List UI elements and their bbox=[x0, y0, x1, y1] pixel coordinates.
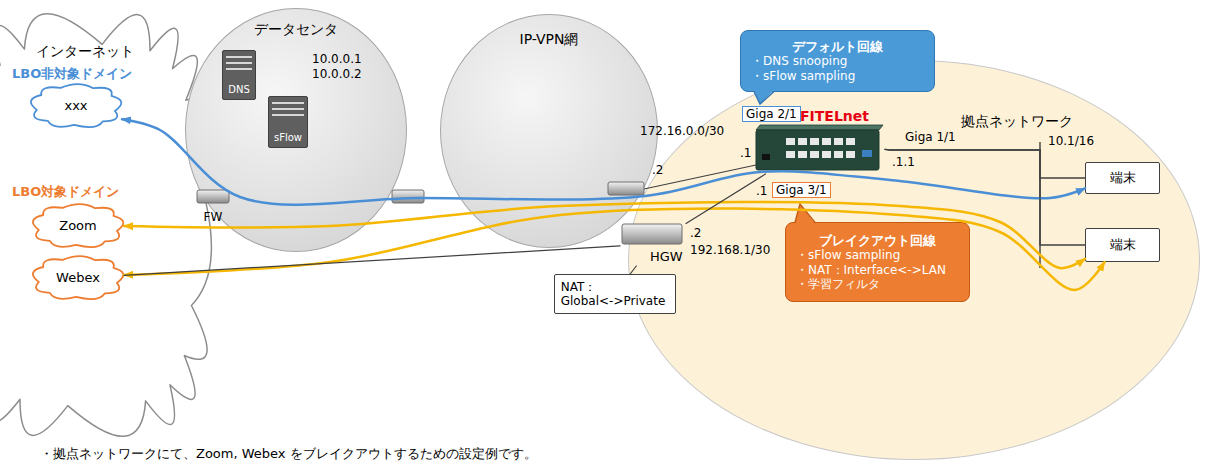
traffic-arrow bbox=[124, 209, 1105, 290]
hgw-device bbox=[622, 224, 682, 244]
interface-label: Giga 2/1 bbox=[742, 106, 801, 122]
domain-cloud: xxx bbox=[30, 84, 122, 128]
router-port bbox=[786, 151, 795, 158]
link-line bbox=[686, 174, 765, 223]
node-title: 端末 bbox=[1110, 237, 1136, 253]
terminal-box: 端末 bbox=[1085, 228, 1160, 262]
router-port bbox=[846, 138, 855, 145]
router-ports bbox=[786, 138, 855, 158]
server-slot bbox=[272, 108, 304, 110]
subnet-label: 10.1/16 bbox=[1048, 134, 1094, 148]
server-slot bbox=[226, 62, 252, 64]
interface-label: Giga 1/1 bbox=[905, 130, 956, 144]
router-port bbox=[822, 138, 831, 145]
ip-address: 10.0.0.2 bbox=[312, 67, 362, 81]
callout-box: ブレイクアウト回線・sFlow sampling・NAT：Interface<-… bbox=[785, 222, 970, 302]
node-title: ブレイクアウト回線 bbox=[819, 233, 936, 249]
server-slot bbox=[272, 114, 304, 116]
host-address: .1 bbox=[756, 184, 767, 198]
nat-note: NAT：Global<->Private bbox=[554, 274, 677, 314]
interface-label: Giga 3/1 bbox=[772, 182, 831, 198]
server-slot bbox=[226, 56, 252, 58]
node-title: DNS bbox=[228, 84, 250, 96]
host-address: .1 bbox=[740, 146, 751, 160]
node-title: デフォルト回線 bbox=[792, 39, 883, 55]
host-address: .2 bbox=[652, 163, 663, 177]
host-address: .2 bbox=[690, 226, 701, 240]
node-title: FITELnet bbox=[800, 108, 869, 125]
node-title: Webex bbox=[56, 270, 100, 286]
node-text: ・sFlow sampling bbox=[796, 248, 900, 262]
node-text: ・NAT：Interface<->LAN bbox=[796, 263, 946, 277]
node-text: ・学習フィルタ bbox=[796, 277, 880, 291]
subnet-label: 172.16.0.0/30 bbox=[640, 124, 724, 138]
cloud-shape bbox=[0, 14, 211, 437]
router-port bbox=[762, 154, 770, 160]
domain-group-label: LBO非対象ドメイン bbox=[12, 66, 132, 82]
router-top bbox=[756, 125, 883, 130]
host-address: .1.1 bbox=[892, 155, 915, 169]
router-port bbox=[810, 151, 819, 158]
sflow-server: sFlow bbox=[268, 96, 308, 148]
cloud-shape bbox=[33, 204, 123, 247]
router-port bbox=[846, 151, 855, 158]
fitelnet-router bbox=[756, 130, 879, 170]
lan-line bbox=[885, 149, 1085, 178]
traffic-arrow bbox=[122, 119, 1085, 205]
footnote: ・拠点ネットワークにて、Zoom, Webex をブレイクアウトするための設定例… bbox=[40, 446, 537, 462]
callout-pointer bbox=[795, 204, 815, 224]
router-port bbox=[862, 150, 872, 157]
vpn-router bbox=[608, 182, 644, 195]
callout-pointer-outline bbox=[754, 92, 774, 105]
router-port bbox=[822, 151, 831, 158]
cloud-shape bbox=[33, 256, 123, 299]
router-port bbox=[798, 138, 807, 145]
node-text: Global<->Private bbox=[561, 294, 666, 308]
callout-box: デフォルト回線・DNS snooping・sFlow sampling bbox=[740, 30, 935, 92]
node-title: Zoom bbox=[59, 218, 96, 234]
ip-address: 10.0.0.1 bbox=[312, 52, 362, 66]
router-port bbox=[798, 151, 807, 158]
node-title: IP-VPN網 bbox=[520, 31, 579, 48]
domain-group-label: LBO対象ドメイン bbox=[12, 184, 119, 200]
router-port bbox=[834, 151, 843, 158]
node-title: sFlow bbox=[274, 132, 302, 144]
router-port bbox=[834, 138, 843, 145]
node-title: データセンタ bbox=[254, 21, 338, 38]
node-title: インターネット bbox=[36, 43, 134, 60]
node-text: ・sFlow sampling bbox=[751, 69, 855, 83]
node-title: xxx bbox=[64, 98, 87, 114]
domain-cloud: Zoom bbox=[32, 204, 124, 248]
server-slot bbox=[272, 102, 304, 104]
link-line bbox=[124, 246, 620, 275]
callout-pointer-outline bbox=[795, 204, 815, 223]
router-port bbox=[786, 138, 795, 145]
callout-pointer bbox=[754, 90, 774, 104]
node-text: ・DNS snooping bbox=[751, 54, 847, 68]
firewall-device bbox=[197, 190, 229, 203]
node-title: FW bbox=[204, 210, 223, 224]
router-port bbox=[810, 138, 819, 145]
node-title: 拠点ネットワーク bbox=[961, 113, 1073, 130]
node-title: 端末 bbox=[1110, 170, 1136, 186]
domain-cloud: Webex bbox=[32, 256, 124, 300]
leader-line bbox=[630, 266, 636, 274]
dc-router bbox=[392, 190, 424, 203]
cloud-shape bbox=[31, 84, 121, 127]
lan-line bbox=[885, 149, 1085, 245]
subnet-label: 192.168.1/30 bbox=[690, 243, 770, 257]
node-title: NAT： bbox=[561, 280, 597, 294]
server-slot bbox=[226, 68, 252, 70]
node-title: HGW bbox=[650, 249, 683, 265]
terminal-box: 端末 bbox=[1085, 162, 1160, 194]
